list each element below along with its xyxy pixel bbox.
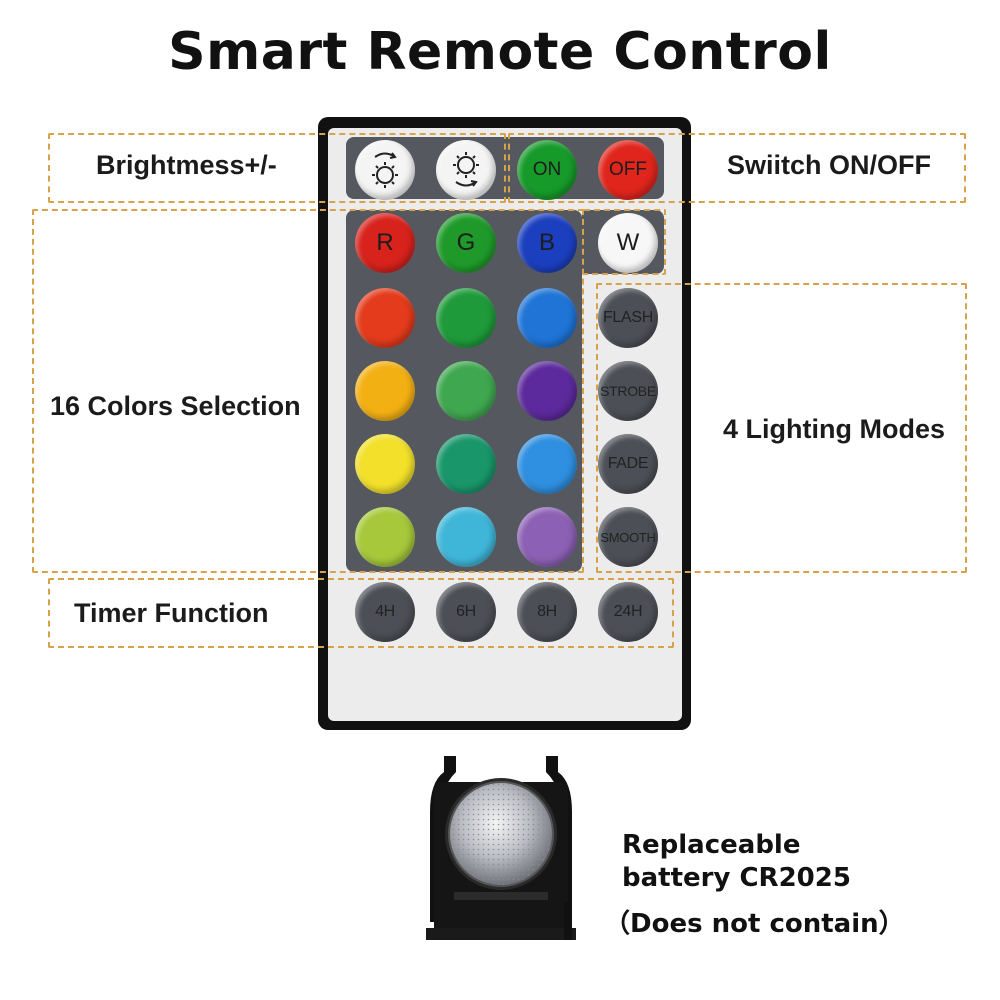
battery-label-line2: battery CR2025 [622, 863, 851, 893]
timer-8h-button[interactable]: 8H [517, 582, 577, 642]
flash-button[interactable]: FLASH [598, 288, 658, 348]
colors-annotation-box [32, 209, 584, 573]
timer-6h-button[interactable]: 6H [436, 582, 496, 642]
white-button-label: W [616, 229, 640, 256]
color-button[interactable] [517, 507, 577, 567]
red-button[interactable]: R [355, 213, 415, 273]
color-button[interactable] [436, 288, 496, 348]
timer-annotation-box [48, 578, 674, 648]
battery-holder-graphic [426, 756, 576, 940]
color-button[interactable] [517, 361, 577, 421]
brightness-down-button[interactable] [436, 140, 496, 200]
color-button[interactable] [355, 361, 415, 421]
battery-label-line3: （Does not contain） [604, 909, 905, 939]
switch-annotation-box [508, 133, 966, 203]
brightness-up-icon [372, 152, 398, 188]
timer-6h-label: 6H [456, 603, 476, 620]
color-button[interactable] [436, 361, 496, 421]
smooth-button-label: SMOOTH [600, 529, 656, 545]
on-button-label: ON [532, 159, 562, 180]
timer-label: Timer Function [74, 598, 269, 628]
battery-label-line1: Replaceable [622, 830, 801, 860]
color-button[interactable] [355, 288, 415, 348]
color-button[interactable] [517, 434, 577, 494]
timer-4h-button[interactable]: 4H [355, 582, 415, 642]
green-button-label: G [456, 229, 476, 256]
flash-button-label: FLASH [602, 309, 654, 326]
page-title: Smart Remote Control [168, 22, 832, 82]
off-button-label: OFF [609, 159, 647, 180]
switch-label: Swiitch ON/OFF [727, 150, 932, 180]
color-button[interactable] [355, 434, 415, 494]
colors-label: 16 Colors Selection [50, 391, 301, 421]
blue-button-label: B [538, 229, 555, 256]
color-button[interactable] [436, 507, 496, 567]
timer-24h-button[interactable]: 24H [598, 582, 658, 642]
color-button[interactable] [436, 434, 496, 494]
fade-button-label: FADE [607, 455, 649, 472]
green-button[interactable]: G [436, 213, 496, 273]
strobe-button-label: STROBE [600, 383, 656, 399]
red-button-label: R [376, 229, 394, 256]
brightness-annotation-box [48, 133, 506, 203]
color-button[interactable] [355, 507, 415, 567]
strobe-button[interactable]: STROBE [598, 361, 658, 421]
color-button[interactable] [517, 288, 577, 348]
battery-holder [426, 752, 576, 940]
off-button[interactable]: OFF [598, 140, 658, 200]
on-button[interactable]: ON [517, 140, 577, 200]
brightness-down-icon [453, 152, 479, 187]
brightness-up-button[interactable] [355, 140, 415, 200]
smooth-button[interactable]: SMOOTH [598, 507, 658, 567]
timer-4h-label: 4H [375, 603, 395, 620]
modes-label: 4 Lighting Modes [723, 414, 945, 444]
fade-button[interactable]: FADE [598, 434, 658, 494]
white-button[interactable]: W [598, 213, 658, 273]
timer-8h-label: 8H [537, 603, 557, 620]
modes-annotation-box [596, 283, 967, 573]
timer-24h-label: 24H [613, 603, 643, 620]
brightness-label: Brightmess+/- [96, 150, 277, 180]
blue-button[interactable]: B [517, 213, 577, 273]
white-annotation-box [582, 209, 666, 275]
